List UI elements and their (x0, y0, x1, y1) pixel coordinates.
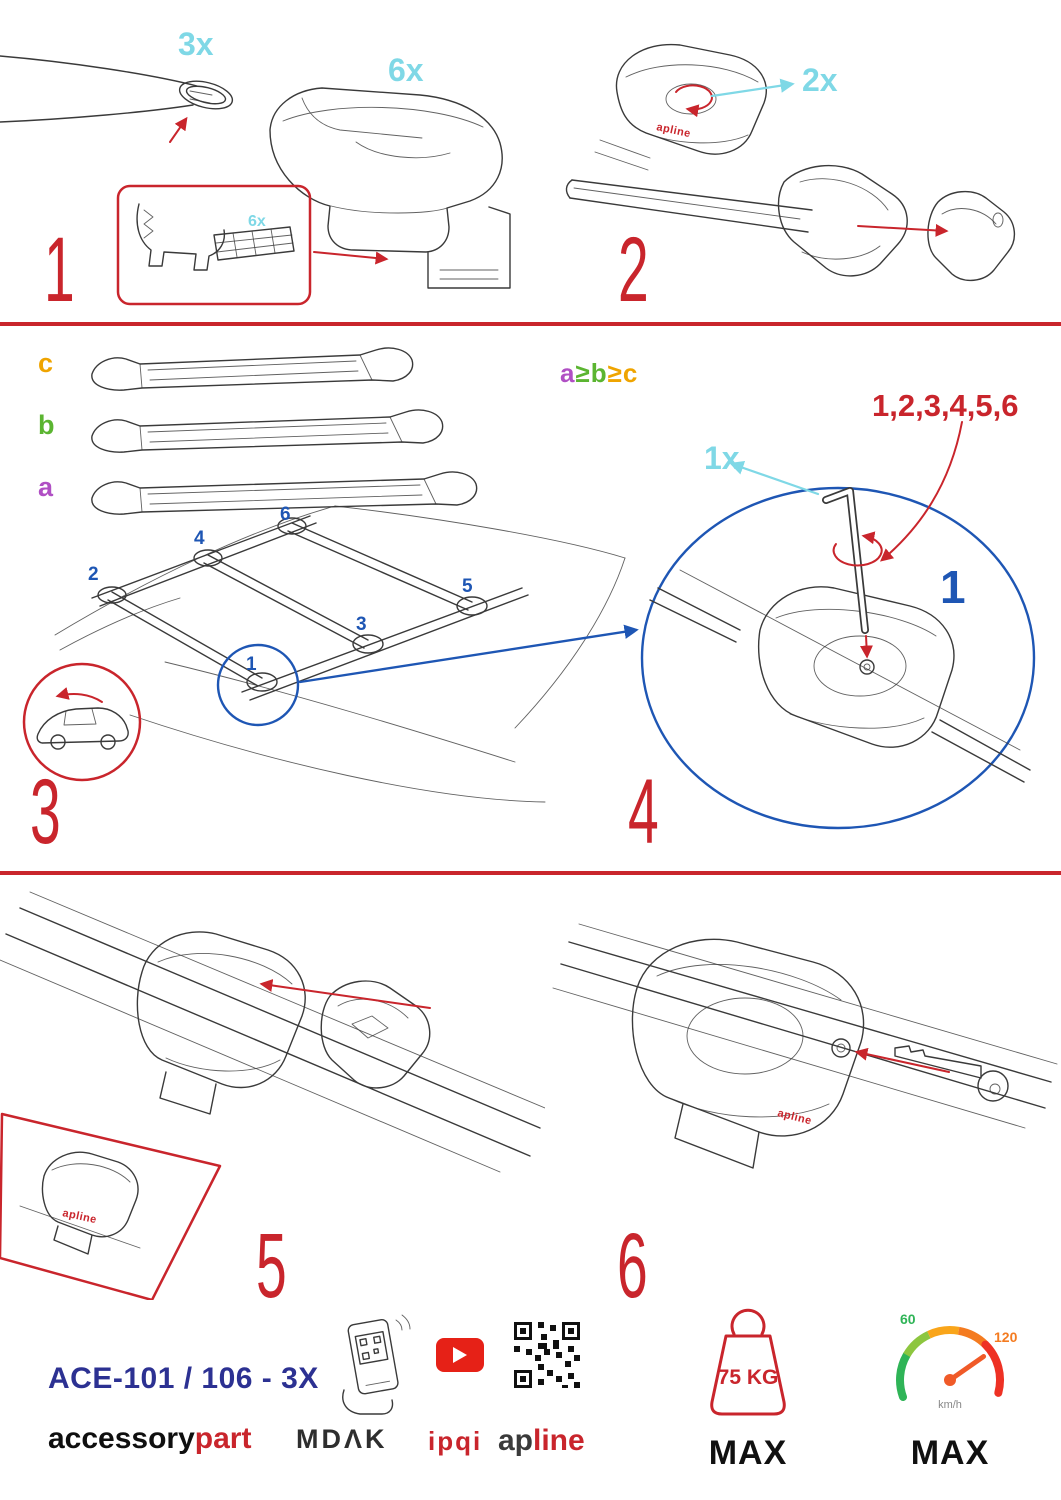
ipqi-logo: ipqi (428, 1426, 483, 1456)
step1-number: 1 (44, 219, 75, 321)
roof-rail-drawing (0, 891, 545, 1173)
weight-limit-label: 75 KG (718, 1366, 779, 1389)
footer: ACE-101 / 106 - 3X accessorypart MDΛK ip… (0, 1300, 1061, 1500)
tighten-rotation-arrow (675, 84, 713, 118)
max-speed-gauge-icon: 60 120 km/h (896, 1311, 1018, 1411)
car-front-direction-arrow (55, 687, 103, 703)
first-position-label: 1 (940, 561, 966, 613)
step1-illustration: 6x (0, 55, 511, 306)
weight-max-label: MAX (708, 1434, 788, 1472)
sequence-pointer-arrow (880, 421, 963, 562)
position-label: 3 (356, 614, 367, 635)
youtube-icon (436, 1338, 484, 1372)
step1-panel: 6x 3x 6x 1 (0, 0, 560, 322)
bar-c-label: c (38, 348, 54, 378)
step1-inset-frame (116, 184, 312, 306)
cover-insert-arrow (259, 979, 431, 1009)
bolt-pointer-arrow (859, 635, 873, 659)
step4-number: 4 (628, 761, 659, 863)
speed-unit-label: km/h (938, 1399, 962, 1411)
max-load-weight-icon: 75 KG (710, 1308, 786, 1416)
step4-panel: 1x 1,2,3,4,5,6 1 4 (620, 330, 1061, 871)
step2-number: 2 (618, 219, 649, 321)
inset-quantity-label: 6x (248, 213, 266, 230)
step5-number: 5 (256, 1215, 287, 1317)
branding-inset: apline (0, 1112, 222, 1300)
rotate-key-arrow (832, 531, 883, 567)
locking-foot-drawing (631, 938, 865, 1169)
section-divider-bottom (0, 871, 1061, 875)
step6-number: 6 (617, 1215, 648, 1317)
roof-rail-drawing (552, 923, 1058, 1129)
step2-illustration: apline (565, 43, 1015, 281)
step4-illustration (640, 421, 1036, 830)
bar-c-drawing (91, 347, 414, 391)
bar-b-label: b (38, 410, 55, 440)
section-divider-top (0, 322, 1061, 326)
foot-mount-drawing (136, 931, 306, 1115)
quantity-pointer-arrow (710, 78, 795, 98)
apline-logo-small: apline (61, 1207, 98, 1226)
inset-to-foot-arrow (313, 251, 389, 265)
bar-quantity-label: 3x (178, 26, 214, 62)
bar-b-drawing (91, 409, 444, 453)
tightening-sequence-label: 1,2,3,4,5,6 (872, 388, 1019, 423)
step5-panel: apline 5 (0, 876, 545, 1312)
cover-cap-drawing (320, 980, 431, 1089)
speed-high-label: 120 (994, 1329, 1018, 1345)
allen-key-icon (822, 487, 869, 634)
step6-illustration: apline (552, 923, 1058, 1169)
detail-pointer-arrow (298, 624, 639, 684)
step3-number: 3 (30, 761, 61, 863)
position-label: 6 (280, 504, 291, 525)
foot-quantity-label: 2x (802, 62, 838, 98)
tool-quantity-arrow (729, 461, 820, 496)
tool-quantity-label: 1x (704, 440, 740, 476)
zoom-detail-ring (640, 486, 1036, 830)
foot-detail-drawing (649, 569, 1031, 783)
model-number-label: ACE-101 / 106 - 3X (48, 1362, 319, 1395)
car-direction-inset (22, 662, 142, 782)
position-label: 1 (246, 654, 257, 675)
clamp-part-drawing (136, 203, 295, 271)
position-label: 4 (194, 528, 205, 549)
key-insert-arrow (854, 1047, 950, 1073)
bar-pointer-arrow (169, 116, 188, 143)
length-order-rule: a≥b≥c (560, 358, 639, 388)
play-icon (453, 1347, 467, 1363)
crossbar-drawing (0, 55, 234, 123)
position1-highlight-ring (216, 643, 300, 727)
step3-panel: 2 4 6 1 3 5 c b a a≥b≥c 3 (0, 330, 660, 871)
cap-insert-arrow (857, 223, 949, 237)
bar-a-drawing (91, 471, 478, 515)
apline-logo-small: apline (776, 1107, 813, 1127)
locked-foot-drawing (594, 43, 767, 171)
speed-low-label: 60 (900, 1311, 916, 1327)
bar-endcap-drawing (565, 164, 1015, 281)
phone-qr-scan-icon (342, 1314, 411, 1415)
step6-panel: apline 6 (545, 876, 1061, 1312)
mdak-logo: MDΛK (296, 1424, 388, 1454)
position-label: 2 (88, 564, 99, 585)
step3-illustration: 2 4 6 1 3 5 (22, 347, 639, 803)
step2-panel: apline 2x 2 (560, 0, 1061, 322)
gauge-needle (947, 1354, 987, 1383)
apline-logo: apline (498, 1424, 585, 1457)
bar-a-label: a (38, 472, 54, 502)
foot-assembly-drawing (269, 87, 511, 289)
position-label: 5 (462, 576, 473, 597)
qr-code-icon (514, 1322, 580, 1388)
foot-quantity-label: 6x (388, 52, 424, 88)
speed-max-label: MAX (910, 1434, 990, 1472)
key-drawing (894, 1045, 1009, 1102)
car-roof-drawing (54, 505, 626, 803)
step5-illustration: apline (0, 891, 545, 1300)
accessorypart-logo: accessorypart (48, 1422, 252, 1455)
